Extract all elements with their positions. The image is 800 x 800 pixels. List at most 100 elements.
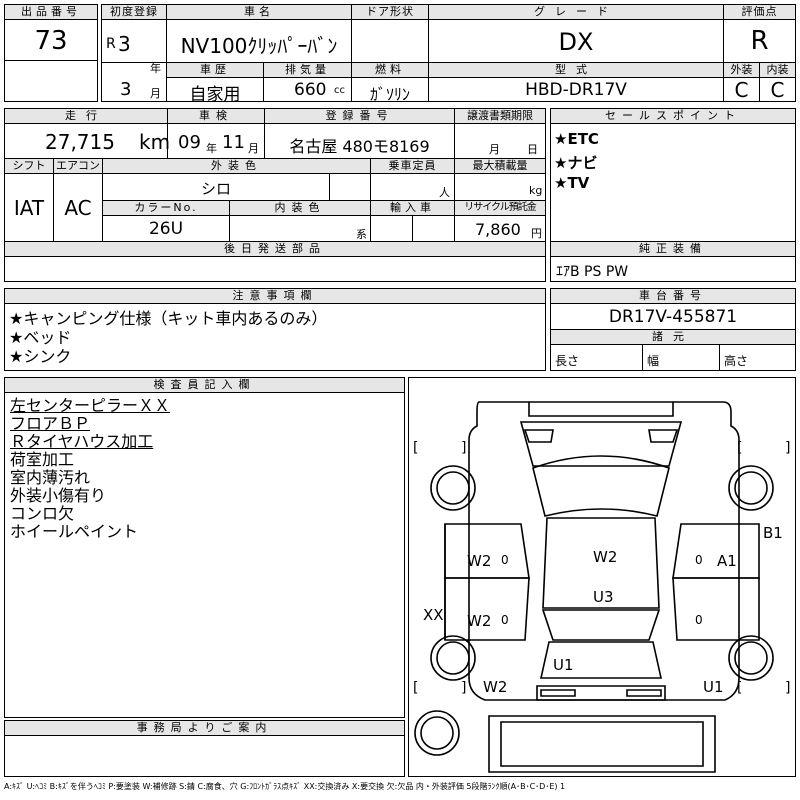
history-label: 車歴 — [166, 62, 264, 78]
front-bumper — [528, 402, 674, 417]
grade-label: グレード — [428, 4, 724, 20]
shift-box: IAT — [4, 173, 54, 242]
max-load-unit: kg — [529, 184, 543, 197]
insp-year: 09 — [178, 132, 201, 153]
later-parts-box — [4, 256, 546, 282]
wheel-rear-right — [728, 635, 774, 681]
color-no-box: 26U — [102, 215, 230, 242]
recycle-label: リサイクル預託金 — [454, 200, 546, 216]
transfer-label: 譲渡書類期限 — [454, 108, 546, 124]
height-box: 高さ — [719, 344, 796, 371]
grade: DX — [558, 28, 594, 56]
equipment: ｴｱB PS PW — [556, 264, 629, 280]
chassis-label: 車台番号 — [550, 288, 796, 304]
capacity-label: 乗車定員 — [370, 158, 455, 174]
year-unit: 年 — [150, 62, 161, 75]
inspector-note: 荷室加工 — [10, 450, 75, 469]
sales-point-item: ★ナビ — [554, 154, 598, 172]
insp-month-unit: 月 — [248, 142, 259, 155]
bracket: ] — [785, 440, 790, 456]
exterior-color-box: シロ — [102, 173, 330, 201]
fuel: ｶﾞｿﾘﾝ — [369, 85, 410, 104]
reg-no: 名古屋 480モ8169 — [289, 137, 430, 156]
displacement-label: 排気量 — [263, 62, 352, 78]
rear-panel — [540, 641, 662, 679]
inspector-note: ホイールペイント — [10, 522, 139, 541]
inspector-label: 検査員記入欄 — [4, 377, 405, 393]
color-no: 26U — [148, 219, 184, 239]
bracket: ] — [461, 680, 466, 696]
transfer-month-unit: 月 — [489, 143, 500, 156]
wheel-rear-left-inner — [436, 641, 470, 675]
color-no-label: カラーNo. — [102, 200, 230, 216]
bracket: [ — [413, 680, 418, 696]
bracket: [ — [413, 440, 418, 456]
spare-tire-inner — [420, 716, 454, 750]
bracket: [ — [737, 440, 742, 456]
inspector-note: 外装小傷有り — [10, 486, 107, 505]
spare-tire — [414, 710, 460, 756]
sales-point-item: ★ETC — [554, 130, 599, 148]
recycle-box: 7,860 円 — [454, 215, 546, 242]
reg-month: 3 — [120, 79, 132, 100]
mark-u1-center: U1 — [553, 656, 574, 674]
height-label: 高さ — [724, 354, 749, 368]
lot-no-box: 73 — [4, 19, 98, 61]
reg-year-label: 初度登録 — [101, 4, 167, 20]
inspector-note: 室内薄汚れ — [10, 468, 91, 487]
displacement-box: 660 cc — [263, 77, 352, 102]
office-box — [4, 735, 405, 777]
sales-points-label: セールスポイント — [550, 108, 796, 124]
shift-label: シフト — [4, 158, 54, 174]
dims-label: 諸元 — [550, 329, 796, 345]
inspector-box: 左センターピラーＸＸ フロアＢＰ Ｒタイヤハウス加工 荷室加工 室内薄汚れ 外装… — [4, 392, 405, 718]
body-outline — [468, 401, 740, 701]
car-name-label: 車名 — [166, 4, 352, 20]
lot-no-label: 出品番号 — [4, 4, 98, 20]
shift: IAT — [13, 196, 45, 220]
transfer-day-unit: 日 — [527, 143, 538, 156]
width-box: 幅 — [642, 344, 720, 371]
exterior-color: シロ — [200, 180, 231, 198]
reg-month-box: 3 月 — [101, 62, 167, 102]
wheel-front-right — [728, 465, 774, 511]
hood-outline — [519, 421, 683, 467]
equipment-box: ｴｱB PS PW — [550, 256, 796, 282]
cc-unit: cc — [334, 85, 345, 96]
floor-inner — [500, 721, 704, 767]
wheel-front-left — [430, 465, 476, 511]
inspector-note: コンロ欠 — [10, 504, 75, 523]
capacity-unit: 人 — [439, 186, 450, 199]
interior-color-box: 系 — [229, 215, 371, 242]
model-box: HBD-DR17V — [428, 77, 724, 102]
recycle: 7,860 — [475, 220, 521, 239]
mark-b1-right: B1 — [763, 524, 783, 542]
inspector-note: フロアＢＰ — [10, 414, 91, 433]
rear-bumper-right — [626, 689, 662, 697]
mark-0-right-rear: 0 — [695, 613, 703, 627]
wheel-rear-left — [430, 635, 476, 681]
reg-year: 3 — [118, 32, 131, 56]
door-label: ドア形状 — [351, 4, 429, 20]
front-glass-left — [523, 429, 554, 443]
ac-box: AC — [53, 173, 103, 242]
exterior-color-label: 外装色 — [102, 158, 371, 174]
fuel-label: 燃料 — [351, 62, 429, 78]
caution-item: ★ベッド — [9, 328, 72, 347]
left-rear-door — [444, 577, 530, 641]
right-rear-door — [672, 577, 760, 641]
mark-0-left-front: 0 — [501, 553, 509, 567]
history-box: 自家用 — [166, 77, 264, 105]
exterior-color-extra — [329, 173, 371, 201]
caution-label: 注意事項欄 — [4, 288, 546, 304]
car-diagram: [ ] [ ] [ ] [ ] W2 0 W2 0 A1 B1 U3 XX W2… — [413, 401, 790, 773]
month-unit: 月 — [150, 87, 161, 100]
sales-points-box: ★ETC ★ナビ ★TV — [550, 123, 796, 242]
rear-bumper-left — [540, 689, 576, 697]
int-label: 内装 — [759, 62, 796, 78]
mark-0-left-rear: 0 — [501, 613, 509, 627]
import-box-b — [412, 215, 455, 242]
mark-u3-roof: U3 — [593, 588, 614, 606]
lot-blank-box — [4, 60, 98, 102]
int-score: C — [770, 78, 785, 102]
